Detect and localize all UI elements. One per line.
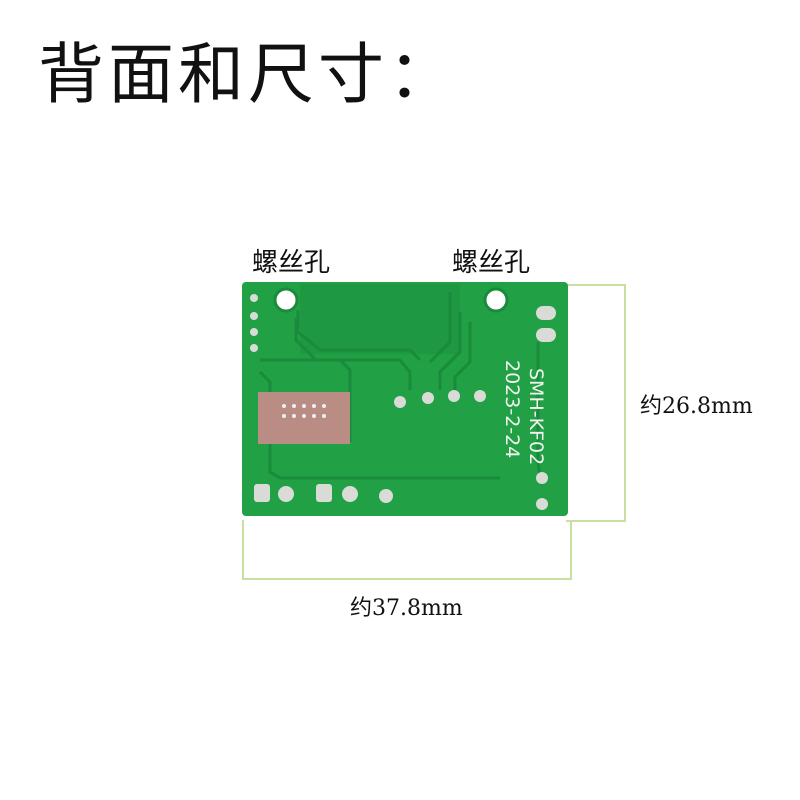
bottom-pad [342,486,358,502]
pcb-board: SMH-KF02 2023-2-24 [242,282,568,516]
edge-pad [250,312,258,320]
silkscreen-date: 2023-2-24 [501,360,523,458]
screw-hole-left [273,287,299,313]
height-dimension-bracket [566,284,626,522]
edge-pad [250,294,258,302]
bottom-pad [379,489,393,503]
pcb-shade-region [300,284,460,354]
chip-via-grid [282,404,326,418]
component-pad [474,390,486,402]
edge-pad [250,328,258,336]
silkscreen-model: SMH-KF02 [525,368,547,465]
edge-pad [250,344,258,352]
page-title: 背面和尺寸： [38,36,458,113]
bottom-pad [278,486,294,502]
screw-hole-right [483,287,509,313]
bottom-pad [536,498,548,510]
component-pad [422,392,434,404]
oval-pad [536,306,556,320]
height-dimension-label: 约26.8mm [640,394,753,419]
component-pad [394,396,406,408]
silkscreen-text: SMH-KF02 2023-2-24 [501,360,547,465]
screw-hole-label-right: 螺丝孔 [452,248,531,278]
bottom-pad [254,484,270,502]
bottom-pad [536,472,548,484]
bottom-pad [316,484,332,502]
component-pad [448,390,460,402]
oval-pad [536,328,556,342]
width-dimension-bracket [242,520,572,580]
width-dimension-label: 约37.8mm [350,596,463,621]
screw-hole-label-left: 螺丝孔 [252,248,331,278]
